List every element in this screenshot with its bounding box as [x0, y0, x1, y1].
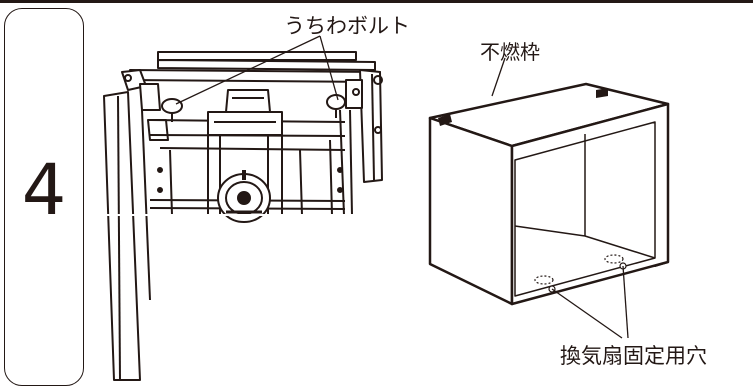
uchiwa-bolt-label: うちわボルト — [284, 14, 410, 38]
noncombustible-frame-illustration — [428, 82, 670, 306]
frame-leader — [491, 57, 506, 97]
step-number: 4 — [21, 149, 67, 231]
fan-unit-illustration — [103, 51, 390, 381]
fan-mounting-holes-label: 換気扇固定用穴 — [560, 344, 707, 368]
top-rule — [0, 0, 753, 3]
noncombustible-frame-label: 不燃枠 — [480, 40, 540, 64]
mounting-hole-leaders — [551, 265, 629, 339]
uchiwa-bolt-leaders — [175, 35, 339, 105]
